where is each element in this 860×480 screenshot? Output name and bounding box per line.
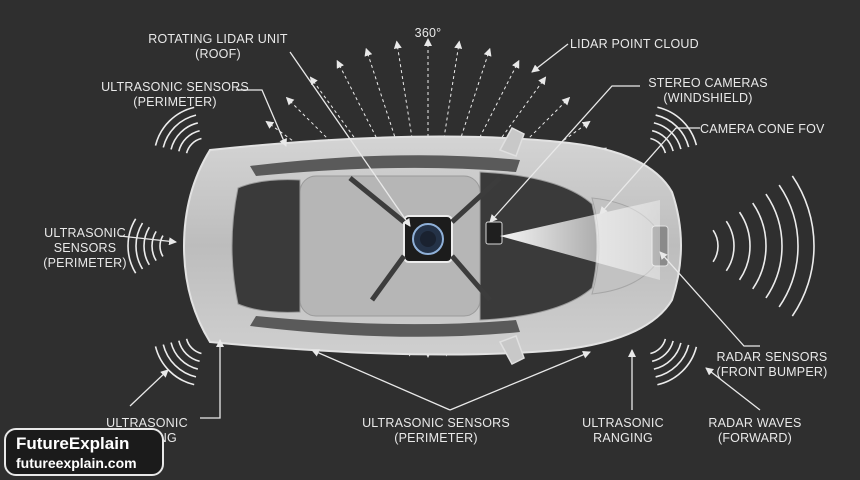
- label-point-cloud-text: LIDAR POINT CLOUD: [570, 37, 699, 51]
- label-ultrasonic-ranging-right-line2: RANGING: [593, 431, 653, 445]
- label-camera-cone-fov: CAMERA CONE FOV: [700, 122, 828, 137]
- radar-wave-arc: [738, 211, 751, 281]
- label-radar-waves-line1: RADAR WAVES: [708, 416, 802, 430]
- ultrasonic-wave-arc: [657, 106, 698, 146]
- ultrasonic-wave-arc: [159, 235, 164, 257]
- lidar-ray: [285, 96, 412, 223]
- ultrasonic-wave-arc: [154, 346, 195, 386]
- lidar-ray: [444, 96, 571, 223]
- brand-name: FutureExplain: [16, 434, 130, 453]
- label-360-degrees-text: 360°: [414, 26, 442, 40]
- label-ultrasonic-top-left-line2: (PERIMETER): [133, 95, 217, 109]
- radar-wave-arc: [791, 175, 815, 317]
- label-ultrasonic-top-left-line1: ULTRASONIC SENSORS: [101, 80, 249, 94]
- leader-lines: [119, 43, 761, 419]
- label-camera-cone-fov-text: CAMERA CONE FOV: [700, 122, 825, 136]
- lidar-ray: [441, 76, 547, 220]
- ultrasonic-wave-arc: [651, 129, 674, 152]
- ultrasonic-wave-arc: [170, 342, 199, 370]
- label-ultrasonic-top-left: ULTRASONIC SENSORS (PERIMETER): [100, 80, 250, 110]
- lidar-ray: [431, 40, 463, 216]
- ultrasonic-wave-arc: [657, 346, 698, 386]
- radar-wave-arc: [752, 202, 767, 290]
- label-stereo-cameras-line1: STEREO CAMERAS: [648, 76, 768, 90]
- lidar-ray: [364, 47, 422, 217]
- ultrasonic-wave-arc: [127, 218, 137, 274]
- ultrasonic-wave-arc: [655, 344, 690, 378]
- lidar-ray: [309, 76, 415, 220]
- lidar-ray: [438, 59, 520, 218]
- label-ultrasonic-bottom-line1: ULTRASONIC SENSORS: [362, 416, 510, 430]
- label-point-cloud: LIDAR POINT CLOUD: [570, 37, 706, 52]
- radar-wave-arc: [725, 220, 735, 272]
- ultrasonic-wave-arc: [162, 114, 197, 148]
- ultrasonic-wave-arc: [135, 222, 144, 270]
- ultrasonic-wave-arc: [651, 340, 674, 363]
- ultrasonic-wave-arc: [143, 226, 150, 266]
- ultrasonic-wave-arc: [653, 122, 682, 150]
- camera-cone-fov: [500, 200, 660, 280]
- label-360-degrees: 360°: [408, 26, 448, 41]
- ultrasonic-wave-arc: [650, 338, 667, 355]
- ultrasonic-wave-arc: [178, 129, 200, 152]
- car-body: [182, 127, 682, 365]
- radar-wave-arc: [712, 229, 719, 263]
- label-stereo-cameras-line2: (WINDSHIELD): [663, 91, 753, 105]
- label-ultrasonic-left-line3: (PERIMETER): [43, 256, 127, 270]
- ultrasonic-wave-arc: [154, 106, 195, 146]
- lidar-ray: [336, 59, 418, 218]
- ultrasonic-wave-arc: [178, 340, 200, 363]
- radar-wave-arc: [765, 193, 783, 299]
- brand-url: futureexplain.com: [16, 455, 137, 471]
- label-radar-sensors-line1: RADAR SENSORS: [716, 350, 828, 364]
- ultrasonic-wave-arc: [655, 114, 690, 148]
- ultrasonic-wave-arc: [185, 338, 202, 355]
- label-lidar-unit-line2: (ROOF): [195, 47, 241, 61]
- label-ultrasonic-ranging-right-line1: ULTRASONIC: [582, 416, 664, 430]
- ultrasonic-wave-arc: [653, 342, 682, 370]
- ultrasonic-wave-arc: [170, 122, 199, 150]
- brand-badge: FutureExplain futureexplain.com: [4, 428, 164, 476]
- ultrasonic-wave-arc: [162, 344, 197, 378]
- radar-wave-arc: [778, 184, 799, 308]
- label-ultrasonic-bottom-line2: (PERIMETER): [394, 431, 478, 445]
- label-ultrasonic-ranging-left-line1: ULTRASONIC: [106, 416, 188, 430]
- lidar-ray: [447, 120, 591, 226]
- lidar-ray: [434, 47, 492, 217]
- label-lidar-unit-line1: ROTATING LIDAR UNIT: [148, 32, 288, 46]
- ultrasonic-wave-arc: [185, 137, 202, 154]
- label-radar-sensors-line2: (FRONT BUMPER): [716, 365, 828, 379]
- label-radar-sensors: RADAR SENSORS (FRONT BUMPER): [712, 350, 832, 380]
- label-radar-waves: RADAR WAVES (FORWARD): [700, 416, 810, 446]
- lidar-ray: [265, 120, 409, 226]
- label-lidar-unit: ROTATING LIDAR UNIT (ROOF): [138, 32, 298, 62]
- label-ultrasonic-left-line1: ULTRASONIC: [44, 226, 126, 240]
- label-stereo-cameras: STEREO CAMERAS (WINDSHIELD): [648, 76, 768, 106]
- label-ultrasonic-bottom: ULTRASONIC SENSORS (PERIMETER): [356, 416, 516, 446]
- ultrasonic-wave-arc: [151, 230, 157, 262]
- label-radar-waves-line2: (FORWARD): [717, 431, 792, 445]
- label-ultrasonic-left-line2: SENSORS: [53, 241, 117, 255]
- ultrasonic-wave-arc: [650, 137, 667, 154]
- label-ultrasonic-ranging-right: ULTRASONIC RANGING: [568, 416, 678, 446]
- ultrasonic-and-radar-waves: [127, 106, 815, 386]
- label-ultrasonic-left: ULTRASONIC SENSORS (PERIMETER): [30, 226, 140, 271]
- lidar-ray: [393, 40, 425, 216]
